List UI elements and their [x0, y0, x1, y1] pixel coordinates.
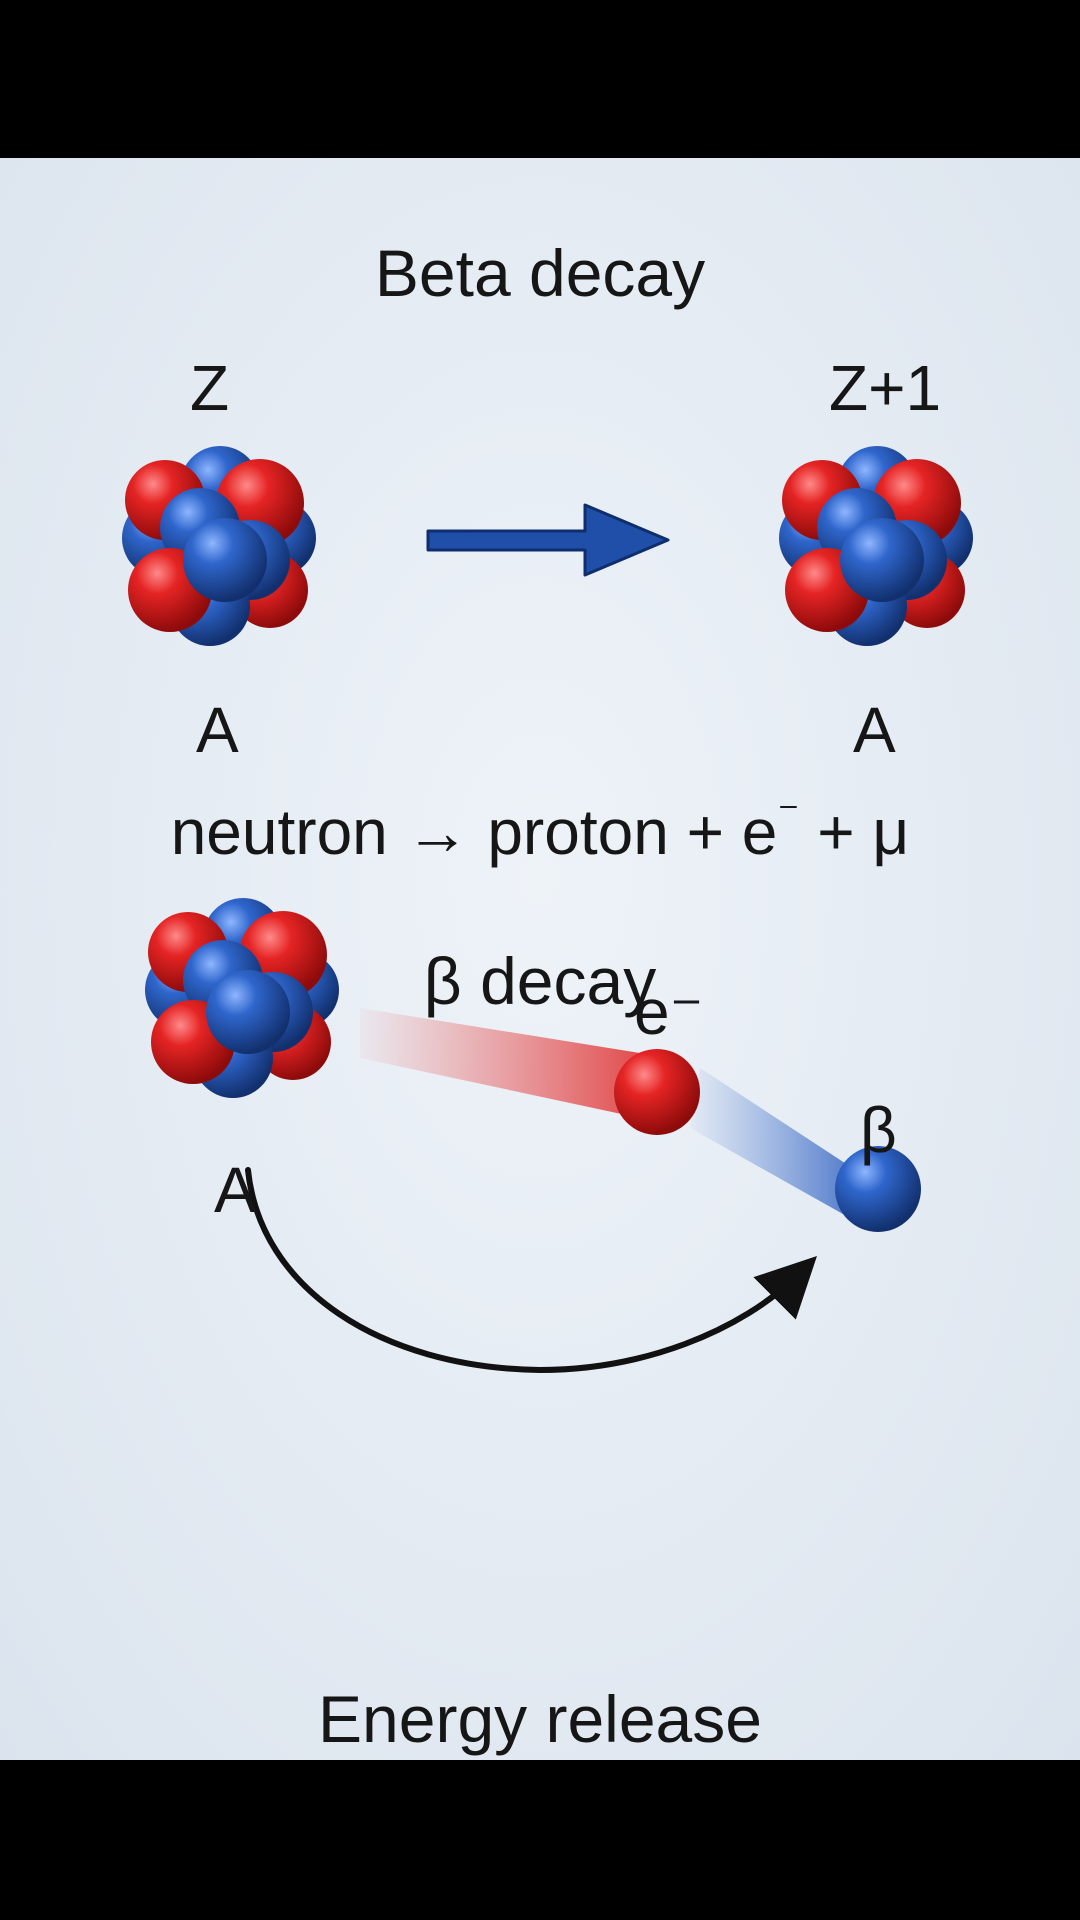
- diagram-subtitle: β decay: [423, 944, 657, 1018]
- energy-release-label: Energy release: [318, 1682, 762, 1756]
- decay-equation: neutron → proton + e⁻ + μ: [0, 793, 1080, 865]
- beta-trail: [690, 1068, 860, 1218]
- left-nucleus-bottom-label: A: [196, 694, 239, 766]
- right-nucleus-top-label: Z+1: [829, 352, 942, 424]
- emission-nucleus-label: A: [214, 1154, 257, 1226]
- equation-right: + μ: [799, 796, 910, 868]
- left-nucleus-top-label: Z: [190, 352, 230, 424]
- diagram-title: Beta decay: [374, 236, 706, 310]
- diagram-panel: Beta decay Z A Z+1 A neutron → proton + …: [0, 158, 1080, 1760]
- beta-label: β: [860, 1094, 897, 1166]
- curved-arrow-icon: [245, 1167, 817, 1374]
- electron-label: e⁻: [634, 976, 704, 1048]
- diagram-art: [122, 446, 973, 1374]
- equation-superscript: ⁻: [777, 790, 800, 837]
- nucleus-icon: [122, 446, 316, 646]
- bottom-black-bar: [0, 1760, 1080, 1920]
- electron-trail: [360, 1008, 640, 1118]
- electron-icon: [614, 1049, 700, 1135]
- right-nucleus-bottom-label: A: [853, 694, 896, 766]
- equation-left: neutron → proton + e: [170, 796, 778, 868]
- beta-particle-icon: [835, 1146, 921, 1232]
- nucleus-icon: [779, 446, 973, 646]
- right-arrow-icon: [426, 503, 670, 577]
- top-black-bar: [0, 0, 1080, 158]
